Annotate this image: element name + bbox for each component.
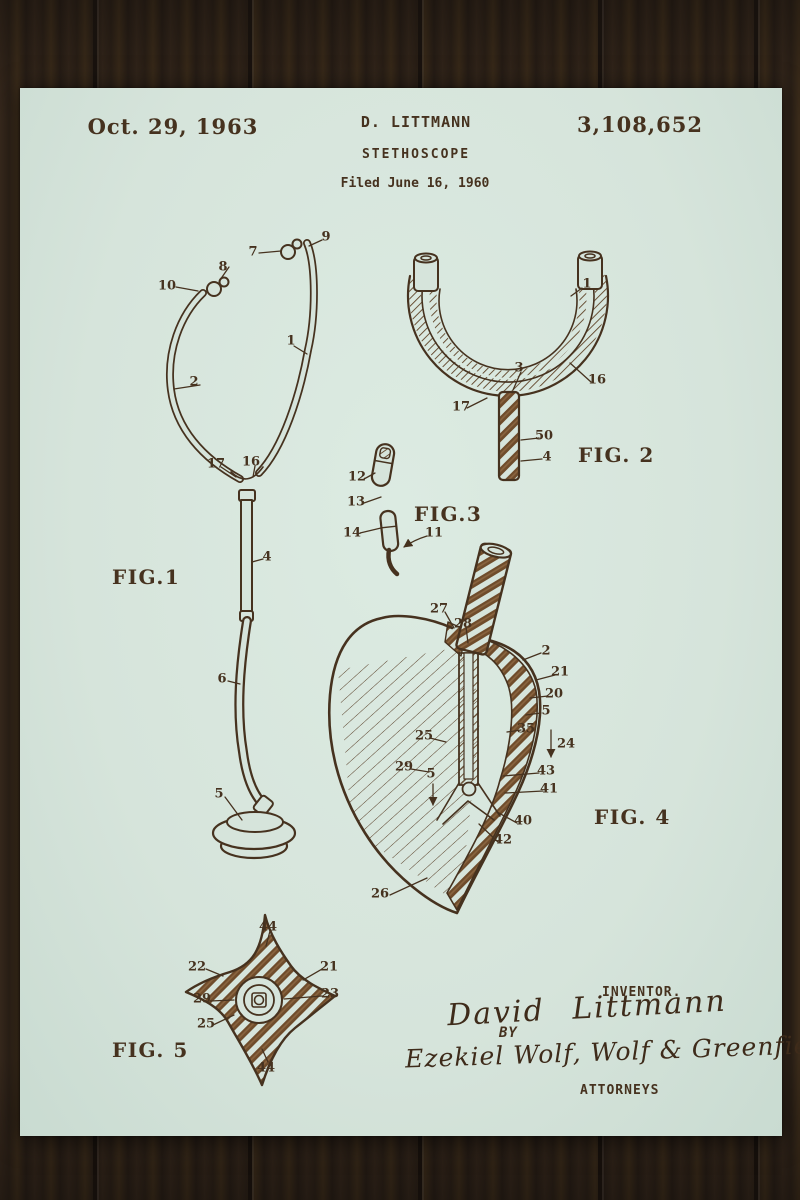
patent-date: Oct. 29, 1963 [78,114,268,139]
by-label: BY [499,1025,518,1041]
patent-paper [20,88,782,1136]
inventor-name: D. LITTMANN [330,113,502,131]
fig1-label: FIG.1 [112,565,180,589]
attorneys-caption: ATTORNEYS [580,1083,659,1098]
fig5-label: FIG. 5 [112,1038,189,1062]
patent-number: 3,108,652 [565,112,715,137]
fig2-label: FIG. 2 [578,443,655,467]
fig3-label: FIG.3 [414,502,482,526]
fig4-label: FIG. 4 [594,805,671,829]
filed-date-line: Filed June 16, 1960 [315,176,515,191]
invention-title: STETHOSCOPE [330,147,502,162]
